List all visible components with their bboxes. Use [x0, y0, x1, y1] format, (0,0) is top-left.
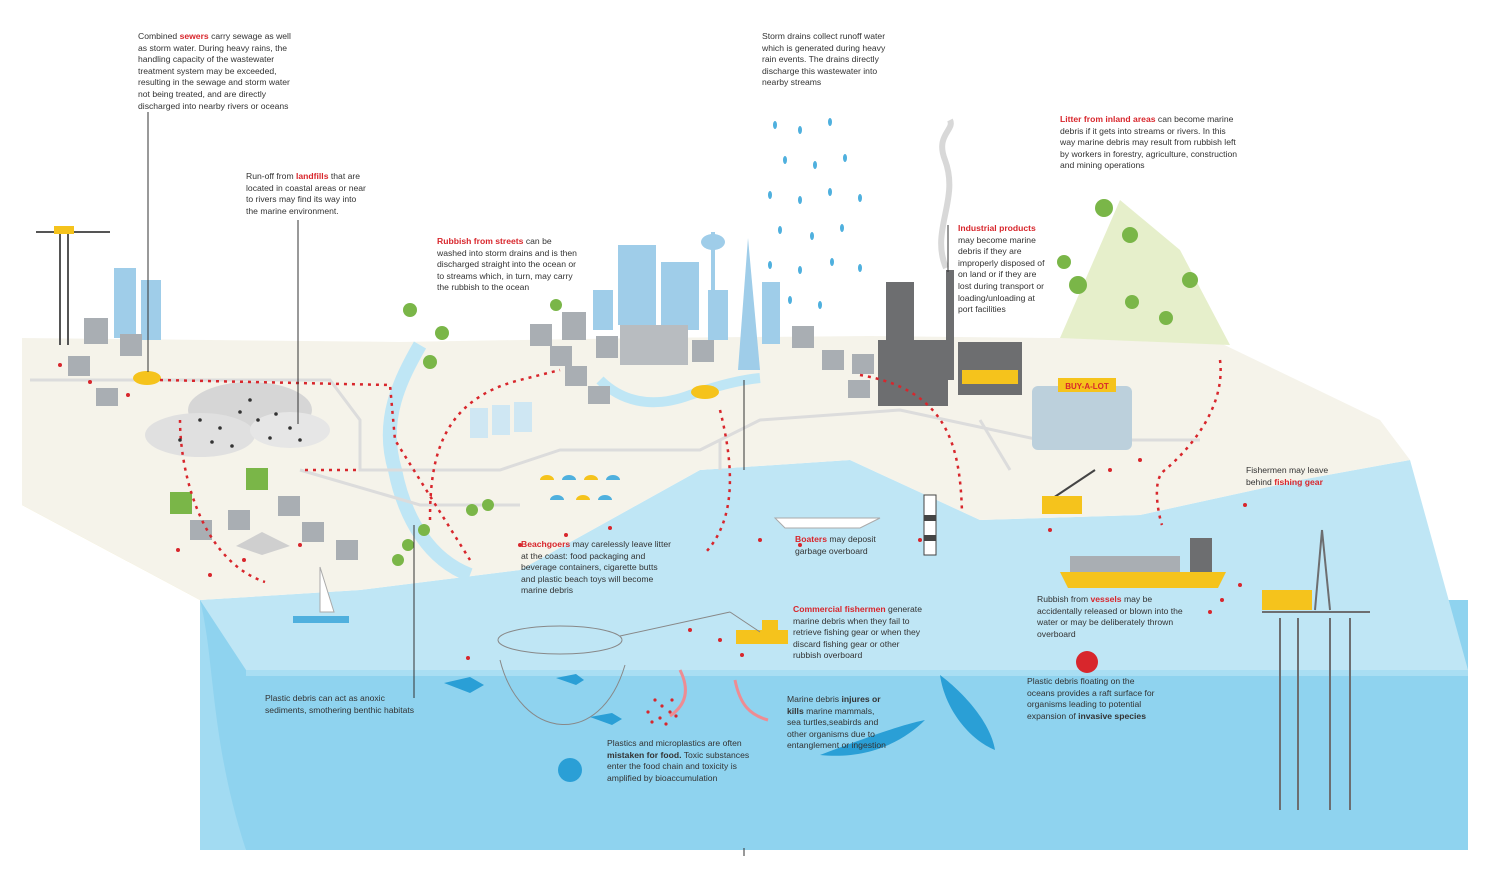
- fishing-boat: [736, 620, 788, 644]
- greenhouses: [470, 402, 532, 438]
- highlight-boaters: Boaters: [795, 534, 827, 544]
- river-2: [596, 373, 761, 408]
- forest-hill: [1060, 200, 1230, 345]
- oil-rig: [1262, 529, 1370, 810]
- bold-invasive-species: invasive species: [1078, 710, 1146, 721]
- highlight-landfills: landfills: [296, 171, 329, 181]
- mall-sign: BUY-A-LOT: [1065, 382, 1109, 391]
- trees: [392, 199, 1198, 566]
- highlight-vessels: vessels: [1090, 594, 1122, 604]
- annotation-injures: Marine debris injures or kills marine ma…: [787, 694, 886, 751]
- bold-injures-or-kills: injures or kills: [787, 694, 881, 716]
- town-left: [68, 268, 358, 560]
- effect-arrows: [669, 669, 769, 722]
- fishing-net: [497, 611, 761, 725]
- annotation-food: Plastics and microplastics are often mis…: [607, 738, 750, 783]
- yacht: [773, 517, 881, 529]
- highlight-industrial: Industrial products: [958, 223, 1036, 233]
- highlight-fishing-gear: fishing gear: [1274, 476, 1323, 487]
- cargo-ship: [1060, 538, 1226, 588]
- annotation-vessels: Rubbish from vessels may be accidentally…: [1037, 594, 1183, 639]
- annotation-boaters: Boaters may deposit garbage overboard: [795, 534, 876, 556]
- annotation-sewers: Combined sewers carry sewage as well as …: [138, 31, 291, 111]
- city-skyline: [530, 232, 874, 404]
- annotation-storm-drains: Storm drains collect runoff water which …: [762, 31, 886, 88]
- highlight-streets: Rubbish from streets: [437, 236, 524, 246]
- landfill-mound-3: [250, 412, 330, 448]
- sewer-tank-right: [691, 385, 719, 399]
- sewer-tank-left: [133, 371, 161, 385]
- factory: [878, 118, 1022, 406]
- annotation-streets: Rubbish from streets can be washed into …: [437, 236, 577, 293]
- highlight-inland: Litter from inland areas: [1060, 114, 1156, 124]
- invasive-species-raft: [1076, 651, 1098, 673]
- lighthouse: [923, 494, 937, 556]
- annotation-industrial: Industrial products may become marine de…: [958, 223, 1045, 315]
- scattered-debris: [58, 363, 1247, 660]
- mall-building: [1032, 378, 1132, 450]
- highlight-commercial: Commercial fishermen: [793, 604, 886, 614]
- landfill-debris: [178, 398, 302, 448]
- highlight-beachgoers: Beachgoers: [521, 539, 571, 549]
- seabed-curve: [200, 600, 246, 850]
- annotation-anoxic: Plastic debris can act as anoxic sedimen…: [265, 693, 415, 715]
- annotation-inland: Litter from inland areas can become mari…: [1060, 114, 1238, 171]
- debris-flow-paths: [159, 359, 1222, 584]
- highlight-sewers: sewers: [179, 31, 209, 41]
- leader-lines: [147, 112, 949, 856]
- construction-crane: [36, 226, 110, 345]
- sea-surface: [200, 460, 1468, 670]
- bold-mistaken-for-food: mistaken for food.: [607, 749, 682, 760]
- sailboat: [293, 566, 349, 623]
- annotation-commercial: Commercial fishermen generate marine deb…: [793, 604, 922, 661]
- port-crane: [1042, 469, 1096, 514]
- sea-front-band: [246, 670, 1468, 676]
- microplastics-cluster: [646, 698, 678, 726]
- rain-drops: [768, 118, 862, 309]
- landfill-mound-2: [145, 413, 255, 457]
- annotation-fishermen-leave: Fishermen may leave behind fishing gear: [1246, 465, 1329, 487]
- annotation-invasive: Plastic debris floating on the oceans pr…: [1027, 676, 1155, 721]
- marine-life: [444, 674, 995, 782]
- beach-umbrellas: [540, 475, 620, 500]
- annotation-beachgoers: Beachgoers may carelessly leave litter a…: [521, 539, 671, 596]
- annotation-landfills: Run-off from landfills that are located …: [246, 171, 366, 216]
